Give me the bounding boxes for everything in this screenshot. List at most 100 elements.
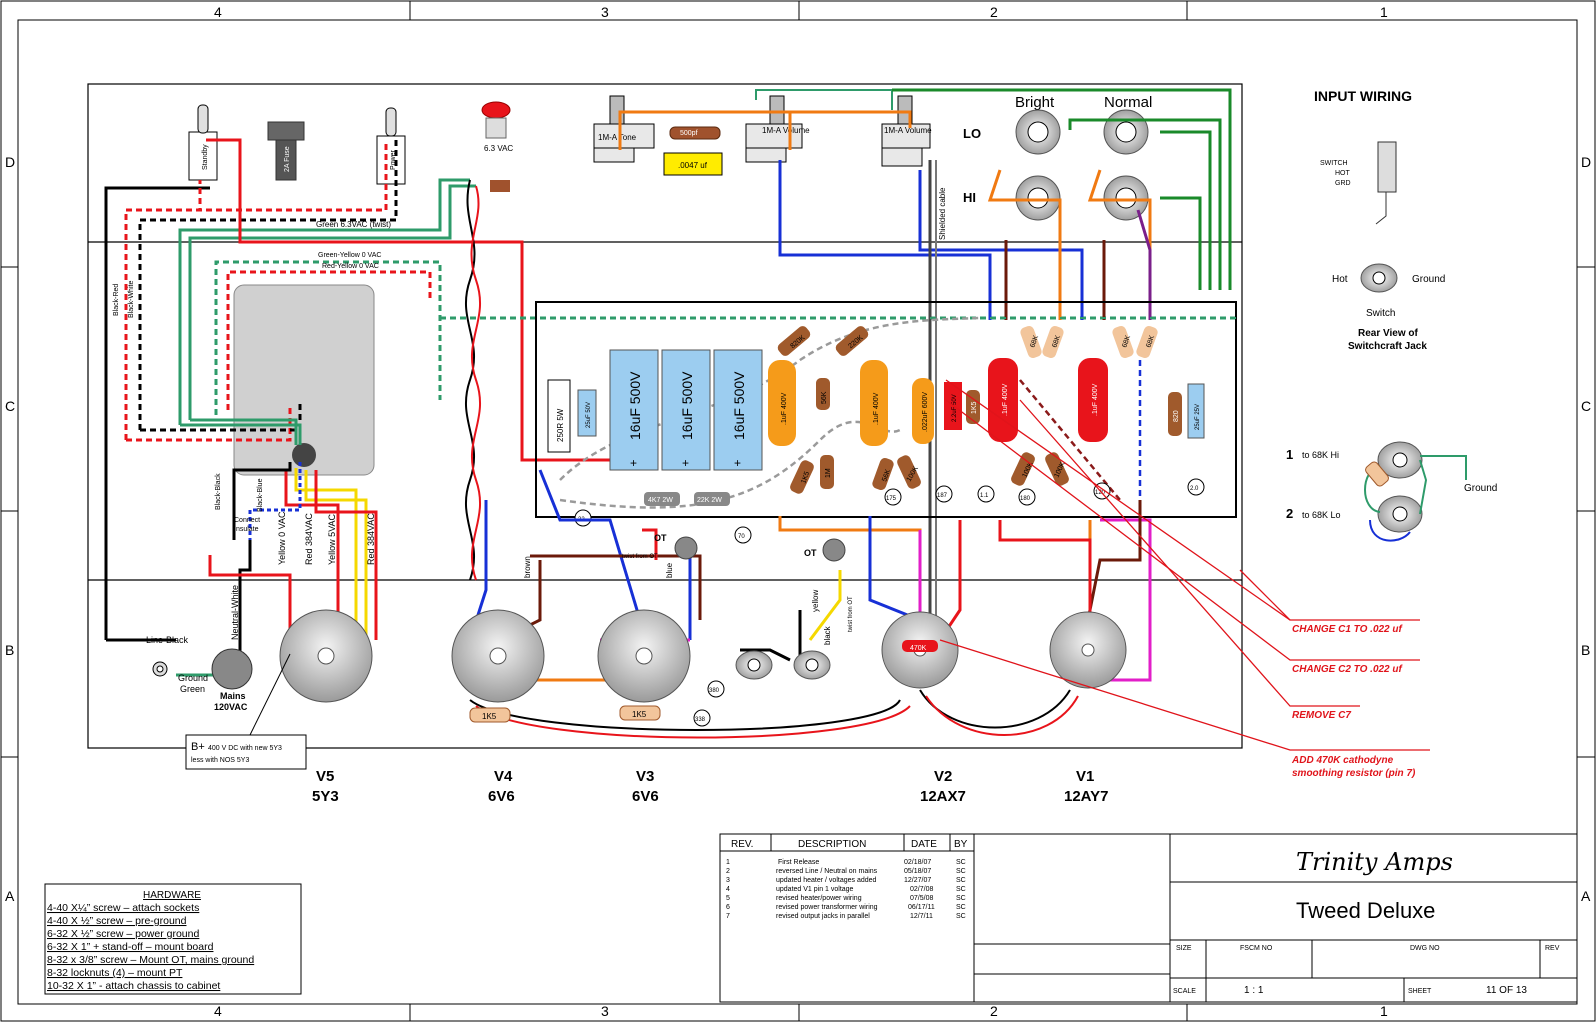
bplus-note: B+ 400 V DC with new 5Y3 less with NOS 5… — [185, 653, 307, 770]
zone-col-4-bottom: 4 — [214, 1003, 222, 1019]
bplus-label: B+ — [191, 741, 205, 753]
note-add-470k-2: smoothing resistor (pin 7) — [1292, 768, 1416, 779]
zone-col-2: 2 — [990, 4, 998, 20]
jack-normal-lo[interactable] — [1103, 109, 1149, 155]
note-add-470k-1: ADD 470K cathodyne — [1291, 755, 1394, 766]
res-1m-label: 1M — [825, 468, 832, 478]
tube-v1-type: 12AY7 — [1064, 788, 1109, 805]
rev-label: REV — [1545, 945, 1560, 952]
note-change-c2: CHANGE C2 TO .022 uf — [1292, 664, 1404, 675]
tube-v3-name: V3 — [636, 768, 654, 785]
hi-label: HI — [963, 190, 976, 205]
twist-ot-2-label: twist from OT — [848, 596, 854, 632]
res-820: 820 — [1168, 392, 1182, 436]
rev-row-desc: updated V1 pin 1 voltage — [776, 886, 854, 893]
speaker-jack-2[interactable] — [793, 650, 831, 680]
res-100k-c: 100K — [1045, 452, 1069, 486]
res-68k-a-label: 68K — [1029, 334, 1040, 348]
power-transformer — [233, 284, 375, 476]
voltage-380: 380 — [709, 688, 720, 694]
rev-row-by: SC — [956, 895, 966, 902]
standby-switch[interactable]: Standby — [188, 104, 218, 181]
change-notes — [939, 379, 1430, 751]
res-68k-c: 68K — [1112, 325, 1134, 359]
shielded-cable-label: Shielded cable — [938, 187, 947, 240]
power-switch[interactable]: Power — [376, 107, 406, 185]
rev-row-desc: revised output jacks in parallel — [776, 913, 870, 920]
rev-row-desc: reversed Line / Neutral on mains — [776, 868, 878, 875]
wire-blue-label: blue — [665, 562, 674, 578]
socket-v4: 1K5 — [451, 609, 545, 723]
rev-row-by: SC — [956, 904, 966, 911]
wire-insulate-label: Insulate — [234, 526, 259, 533]
tone-pot-label: 1M-A Tone — [598, 133, 637, 142]
rear-view-line2: Switchcraft Jack — [1348, 341, 1427, 352]
cap-2-2uf-label: 2.2uF 50V — [952, 394, 958, 422]
input-grd-label: GRD — [1335, 180, 1351, 187]
standby-label: Standby — [202, 144, 209, 170]
tube-v1-name: V1 — [1076, 768, 1094, 785]
coupling-cap-3: .022uF 600V — [912, 378, 934, 444]
res-250-label: 250R 5W — [556, 408, 565, 442]
zone-row-a: A — [5, 888, 15, 904]
zone-col-4: 4 — [214, 4, 222, 20]
voltage-175: 175 — [886, 496, 897, 502]
volume-pot-normal-label: 1M-A Volume — [884, 126, 932, 135]
input-n1: 1 — [1286, 447, 1293, 462]
output-transformer-2: OT twist from OT — [804, 538, 854, 632]
mains-label-2: 120VAC — [214, 702, 248, 712]
res-68k-b-label: 68K — [1051, 334, 1062, 348]
res-1k5-b-label: 1K5 — [971, 401, 978, 414]
tone-pot[interactable]: 1M-A Tone — [593, 95, 655, 163]
voltage-187: 187 — [937, 493, 948, 499]
zone-row-c: C — [5, 398, 15, 414]
socket-v2: 470K — [881, 611, 959, 689]
zone-col-3: 3 — [601, 4, 609, 20]
volume-pot-normal[interactable]: 1M-A Volume — [881, 95, 932, 167]
res-220k: 220K — [835, 326, 869, 356]
coupling-cap-red-2: .1uF 400V — [1078, 358, 1108, 442]
tube-v5-name: V5 — [316, 768, 334, 785]
jack-bright-lo[interactable] — [1015, 109, 1061, 155]
cap-red-a-label: .1uF 400V — [1002, 383, 1009, 416]
res-250r-5w: 250R 5W — [547, 379, 571, 453]
hardware-item: 8-32 locknuts (4) – mount PT — [47, 967, 183, 979]
input-switch2-label: Switch — [1366, 308, 1395, 319]
cap-25-25-label: 25uF 25V — [1195, 404, 1201, 430]
ground-label-1: Ground — [178, 673, 208, 683]
rev-row-date: 05/18/07 — [904, 868, 931, 875]
wire-green-yellow-label: Green-Yellow 0 VAC — [318, 252, 381, 259]
wire-brown-label: brown — [523, 556, 532, 578]
volume-pot-bright[interactable]: 1M-A Volume — [745, 95, 810, 163]
ground-lug: Ground Green — [152, 661, 208, 694]
jack-normal-hi[interactable] — [1103, 175, 1149, 221]
wire-black-white-label: Black-White — [128, 281, 135, 318]
sheet-value: 11 OF 13 — [1486, 985, 1527, 996]
twist-ot-label: twist from OT — [622, 554, 658, 560]
input-n1-label: to 68K Hi — [1302, 450, 1339, 460]
company-name: Trinity Amps — [1296, 848, 1453, 876]
input-ground-label: Ground — [1412, 274, 1445, 285]
res-1k5-b: 1K5 — [966, 390, 980, 424]
zone-row-c-right: C — [1581, 398, 1591, 414]
lo-label: LO — [963, 126, 981, 141]
rev-row-num: 4 — [726, 886, 730, 893]
rev-row-desc: updated heater / voltages added — [776, 877, 877, 884]
bplus-line1: 400 V DC with new 5Y3 — [208, 745, 282, 752]
input-n2: 2 — [1286, 506, 1293, 521]
coupling-cap-red-1: .1uF 400V — [988, 358, 1018, 442]
jack-bright-hi[interactable] — [1015, 175, 1061, 221]
speaker-jack-1[interactable] — [735, 650, 773, 680]
rev-row-date: 02/7/08 — [910, 886, 933, 893]
cap-16a-plus: + — [630, 456, 637, 470]
rev-row-num: 7 — [726, 913, 730, 920]
res-22k: 22K 2W — [694, 492, 730, 506]
size-label: SIZE — [1176, 945, 1192, 952]
res-100k-b: 100K — [1011, 452, 1035, 486]
res-1k5-v4-label: 1K5 — [482, 712, 497, 721]
zone-col-2-bottom: 2 — [990, 1003, 998, 1019]
res-1k5-a-label: 1K5 — [800, 470, 811, 484]
input-n2-label: to 68K Lo — [1302, 510, 1341, 520]
res-56k-a: 56K — [816, 378, 830, 410]
